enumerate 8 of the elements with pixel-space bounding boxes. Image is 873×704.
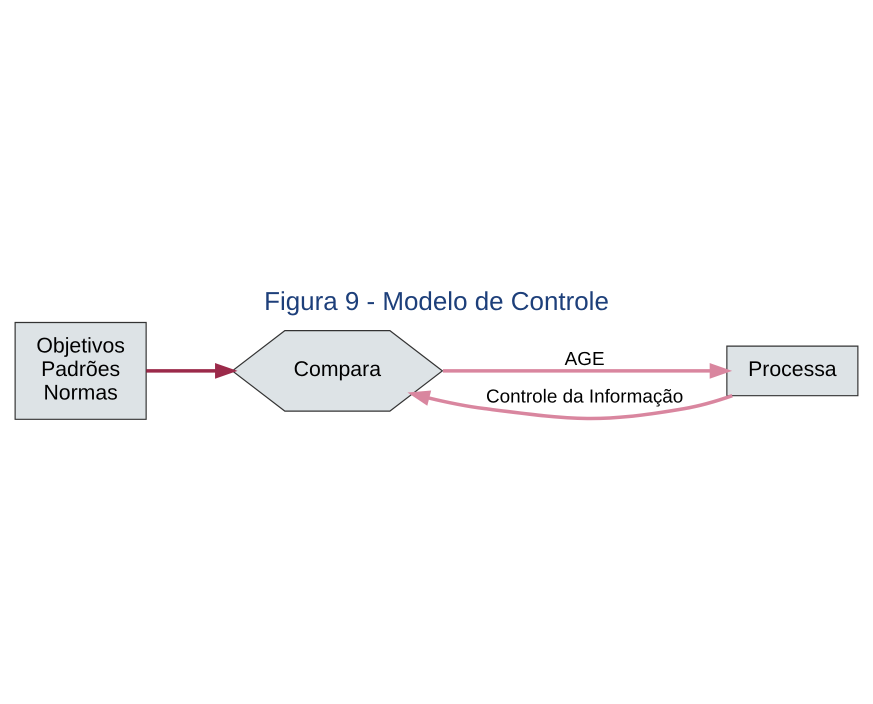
diagram-title: Figura 9 - Modelo de Controle [264, 286, 609, 316]
arrow [407, 390, 733, 420]
edge-label: Controle da Informação [486, 386, 684, 408]
arrow [146, 363, 238, 379]
arrow [442, 363, 732, 379]
node-box: Objetivos Padrões Normas [14, 322, 147, 420]
node-box: Processa [726, 346, 858, 396]
edge-label: AGE [564, 348, 605, 370]
